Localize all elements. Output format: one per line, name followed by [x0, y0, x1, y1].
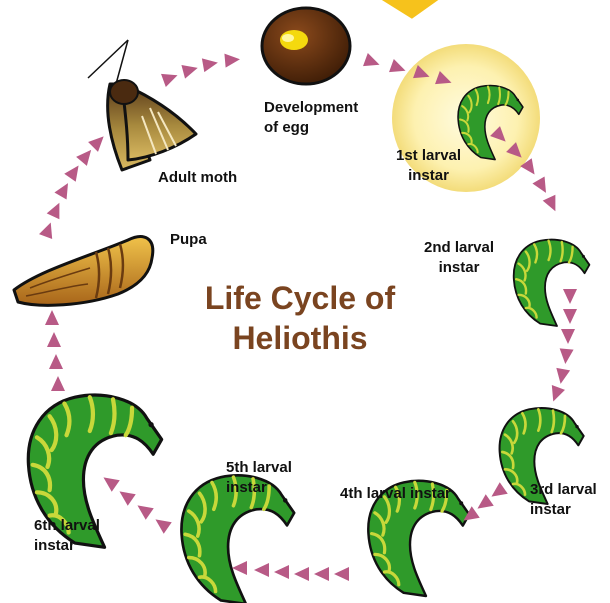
diagram-title: Life Cycle of Heliothis — [150, 278, 450, 358]
arrow-icon — [487, 482, 507, 502]
instar3-label-line1: 3rd larval — [530, 480, 597, 500]
arrow-icon — [563, 289, 577, 304]
instar5-label-line2: instar — [226, 478, 292, 498]
egg-label: Development of egg — [264, 98, 358, 138]
arrow-icon — [161, 69, 180, 87]
instar5-label-line1: 5th larval — [226, 458, 292, 478]
arrow-icon — [232, 561, 247, 575]
instar4-label-line1: 4th larval instar — [340, 484, 451, 504]
arrow-icon — [202, 56, 219, 72]
arrow-icon — [115, 486, 135, 506]
pupa-label: Pupa — [170, 230, 207, 250]
arrow-icon — [76, 145, 96, 165]
instar6-label-line1: 6th larval — [34, 516, 100, 536]
title-line-2: Heliothis — [150, 318, 450, 358]
instar3-label: 3rd larval instar — [530, 480, 597, 520]
arrow-icon — [47, 332, 61, 347]
moth-icon — [88, 40, 196, 170]
instar1-label-line1: 1st larval — [396, 146, 461, 166]
title-line-1: Life Cycle of — [150, 278, 450, 318]
egg-label-line1: Development — [264, 98, 358, 118]
arrow-icon — [224, 52, 240, 67]
arrow-icon — [532, 176, 552, 196]
moth-label: Adult moth — [158, 168, 237, 188]
pupa-icon — [14, 237, 153, 306]
arrow-icon — [274, 565, 289, 579]
arrow-icon — [181, 61, 199, 78]
arrow-icon — [547, 385, 565, 404]
arrow-icon — [39, 220, 57, 239]
arrow-icon — [49, 354, 63, 369]
instar1-label: 1st larval instar — [396, 146, 461, 186]
arrow-icon — [389, 59, 408, 77]
instar3-label-line2: instar — [530, 500, 597, 520]
arrow-icon — [294, 567, 309, 581]
instar6-label: 6th larval instar — [34, 516, 100, 556]
sun-ray-icon — [380, 0, 440, 20]
instar2-label: 2nd larval instar — [424, 238, 494, 278]
arrow-icon — [334, 567, 349, 581]
arrow-icon — [254, 563, 269, 577]
instar2-label-line2: instar — [424, 258, 494, 278]
instar1-label-line2: instar — [396, 166, 461, 186]
arrow-icon — [64, 161, 84, 181]
instar4-label: 4th larval instar — [340, 484, 451, 504]
pupa-label-line1: Pupa — [170, 230, 207, 250]
moth-label-line1: Adult moth — [158, 168, 237, 188]
instar5-label: 5th larval instar — [226, 458, 292, 498]
arrow-icon — [47, 200, 66, 220]
arrow-icon — [133, 500, 153, 520]
arrow-icon — [99, 472, 119, 492]
instar2-label-line1: 2nd larval — [424, 238, 494, 258]
arrow-icon — [561, 329, 575, 344]
arrow-icon — [473, 494, 493, 514]
arrow-icon — [51, 376, 65, 391]
arrow-icon — [45, 310, 59, 325]
egg-label-line2: of egg — [264, 118, 358, 138]
arrow-icon — [554, 368, 570, 385]
arrow-icon — [151, 514, 171, 534]
instar2-caterpillar — [514, 240, 590, 326]
arrow-icon — [88, 131, 109, 152]
arrow-icon — [543, 195, 562, 215]
egg-icon — [262, 8, 350, 84]
arrow-icon — [563, 309, 577, 324]
arrow-icon — [314, 567, 329, 581]
arrow-icon — [54, 180, 74, 200]
arrow-icon — [558, 348, 573, 364]
arrow-icon — [363, 53, 382, 71]
instar6-label-line2: instar — [34, 536, 100, 556]
